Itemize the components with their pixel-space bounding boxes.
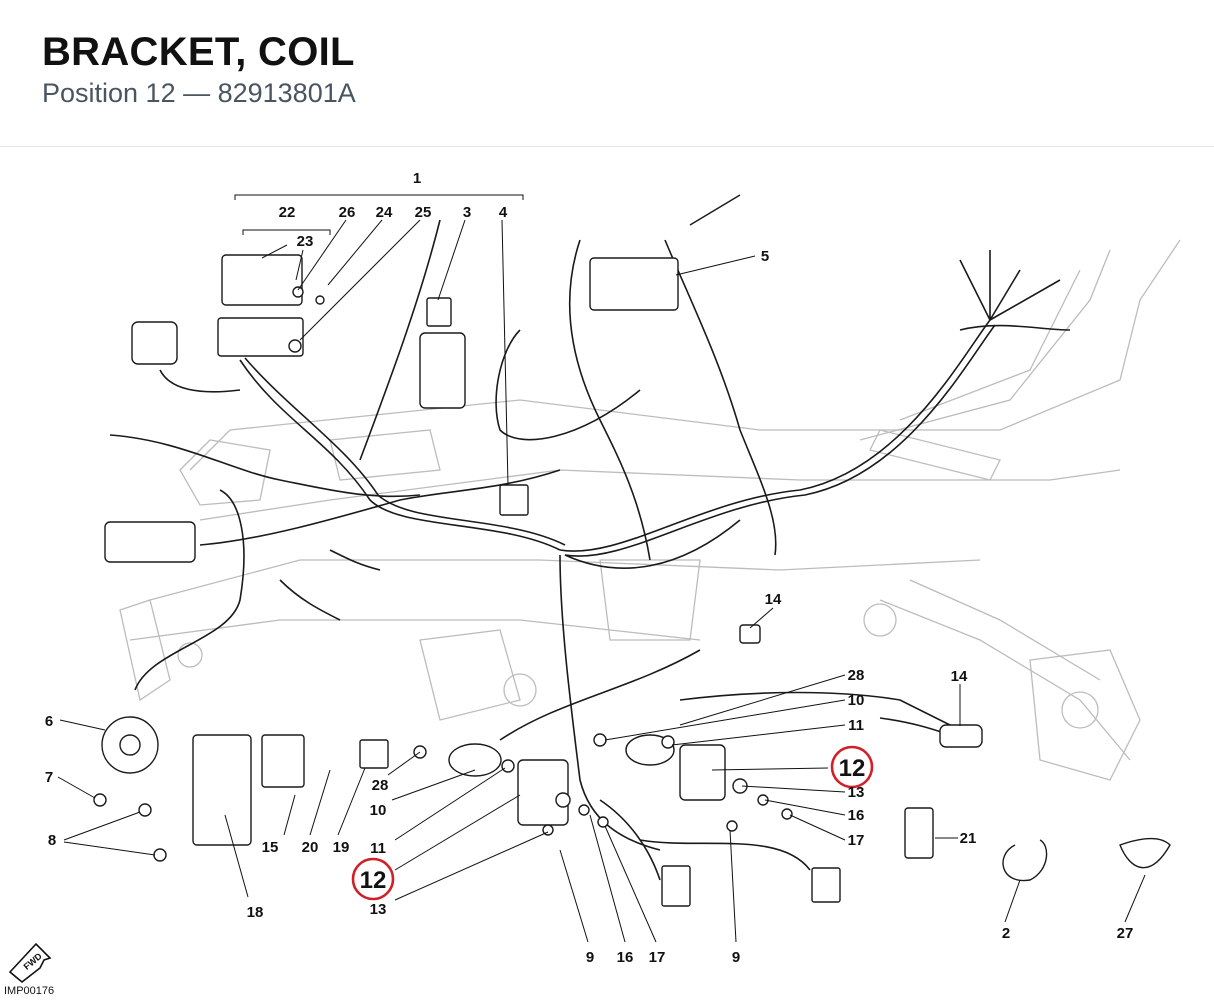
callout-label: 14	[951, 668, 968, 685]
callout-label: 20	[302, 839, 319, 856]
callout-label: 17	[649, 949, 666, 966]
callout-label: 18	[247, 904, 264, 921]
callout-label: 4	[499, 204, 508, 221]
callout-label: 22	[279, 204, 296, 221]
callout-label: 6	[45, 713, 53, 730]
callout-label: 15	[262, 839, 279, 856]
callout-label: 5	[761, 248, 769, 265]
callout-label: 10	[370, 802, 387, 819]
callout-label: 26	[339, 204, 356, 221]
fwd-arrow-icon: FWD	[8, 942, 52, 984]
callout-label: 1	[413, 170, 421, 187]
highlight-circles	[351, 745, 874, 901]
callout-label: 10	[848, 692, 865, 709]
callout-label: 9	[732, 949, 740, 966]
callout-labels: 1 22 23 26 24 25 3 4 5 14 14 6 7 8 28 10…	[45, 170, 1134, 966]
callout-label: 11	[370, 840, 386, 857]
parts-diagram: FWD 1 22 23 26 24 25 3 4 5 14 14 6 7 8 2…	[8, 170, 1181, 984]
callout-label: 7	[45, 769, 53, 786]
callout-label: 19	[333, 839, 350, 856]
callout-label: 3	[463, 204, 471, 221]
callout-label: 21	[960, 830, 977, 847]
callout-label: 11	[848, 717, 864, 734]
parts	[93, 194, 1171, 907]
wiring-harness	[109, 219, 1071, 881]
page-subtitle: Position 12 — 82913801A	[42, 78, 356, 108]
highlight-circle-left	[351, 857, 395, 901]
callout-label: 13	[370, 901, 387, 918]
callout-label: 28	[372, 777, 389, 794]
callout-label: 13	[848, 784, 865, 801]
callout-label: 16	[848, 807, 865, 824]
callout-label: 16	[617, 949, 634, 966]
page-header: BRACKET, COIL Position 12 — 82913801A	[0, 0, 1214, 147]
callout-label: 2	[1002, 925, 1010, 942]
callout-label: 25	[415, 204, 432, 221]
highlighted-callout-label: 12	[360, 867, 387, 894]
callout-label: 24	[376, 204, 393, 221]
frame-outline	[119, 239, 1181, 781]
drawing-code: IMP00176	[4, 985, 55, 997]
page-title: BRACKET, COIL	[42, 30, 355, 74]
callout-label: 27	[1117, 925, 1134, 942]
callout-label: 8	[48, 832, 56, 849]
highlighted-callout-label: 12	[839, 755, 866, 782]
leader-lines	[57, 194, 1146, 943]
callout-label: 14	[765, 591, 782, 608]
callout-label: 28	[848, 667, 865, 684]
callout-label: 23	[297, 233, 314, 250]
highlight-circle-right	[830, 745, 874, 789]
callout-label: 9	[586, 949, 594, 966]
callout-label: 17	[848, 832, 865, 849]
